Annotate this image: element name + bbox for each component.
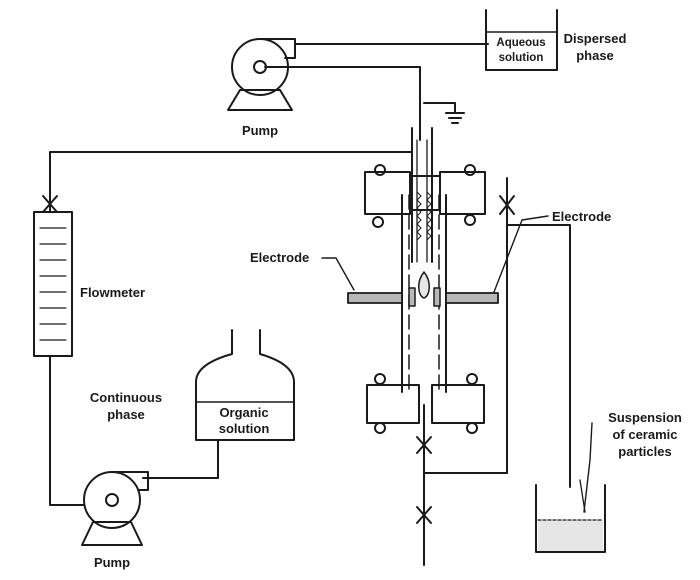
top-pump xyxy=(227,38,296,111)
right-vent-pipe xyxy=(423,177,571,488)
valve-outlet-bottom xyxy=(416,506,432,524)
continuous-phase-pipes xyxy=(49,151,413,506)
electrode-right-label: Electrode xyxy=(552,209,611,224)
bottom-pump-label: Pump xyxy=(94,555,130,570)
left-electrode xyxy=(347,287,416,307)
right-electrode xyxy=(433,287,499,307)
valve-flowmeter xyxy=(42,195,58,213)
top-pump-label: Pump xyxy=(242,123,278,138)
continuous-label-line2: phase xyxy=(107,407,145,422)
bottom-pump xyxy=(81,471,149,546)
organic-solution-vessel xyxy=(195,329,295,441)
leader-lines xyxy=(321,215,593,513)
suspension-label-line3: particles xyxy=(618,444,671,459)
aqueous-label-line1: Aqueous xyxy=(496,37,545,49)
suspension-label-line2: of ceramic xyxy=(612,427,677,442)
suspension-beaker xyxy=(535,479,606,553)
dispersed-phase-pipes xyxy=(264,43,489,141)
flowmeter xyxy=(33,211,73,357)
dispersed-label-line1: Dispersed xyxy=(564,31,627,46)
aqueous-solution-tank xyxy=(485,9,558,71)
continuous-label-line1: Continuous xyxy=(90,390,162,405)
aqueous-label-line2: solution xyxy=(499,52,544,64)
organic-label-line2: solution xyxy=(219,421,270,436)
reactor-column xyxy=(364,127,486,566)
flowmeter-label: Flowmeter xyxy=(80,285,145,300)
valve-right xyxy=(499,195,515,215)
dispersed-label-line2: phase xyxy=(576,48,614,63)
electrode-left-label: Electrode xyxy=(250,250,309,265)
valve-outlet-top xyxy=(416,436,432,454)
suspension-label-line1: Suspension xyxy=(608,410,682,425)
organic-label-line1: Organic xyxy=(219,405,268,420)
